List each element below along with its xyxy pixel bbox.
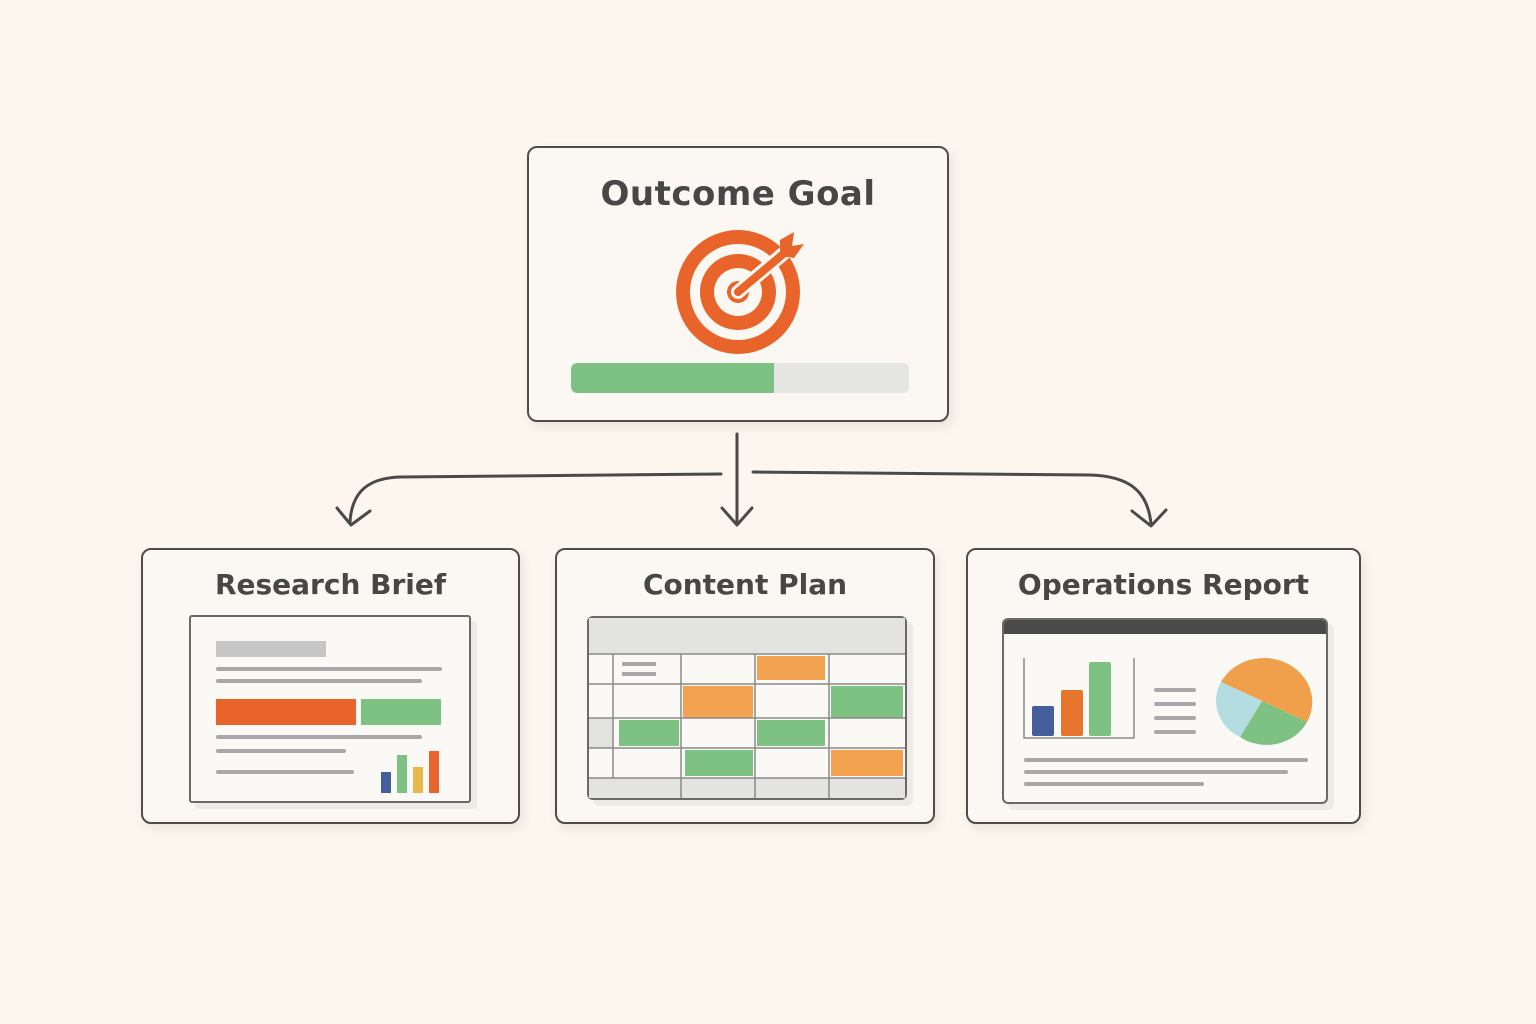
target-arrow-icon <box>676 230 804 354</box>
operations-report-title: Operations Report <box>1017 568 1310 601</box>
operations-report-card[interactable]: Operations Report <box>966 548 1361 824</box>
goal-progress-bar <box>571 363 909 393</box>
content-plan-card[interactable]: Content Plan <box>555 548 935 824</box>
arrowhead-right <box>1130 508 1168 528</box>
content-plan-title: Content Plan <box>642 568 848 601</box>
goal-progress-fill <box>571 363 774 393</box>
connector-right <box>751 470 1153 526</box>
research-brief-title: Research Brief <box>214 568 447 601</box>
document-icon <box>189 615 471 803</box>
arrowhead-center <box>720 506 754 527</box>
outcome-goal-title: Outcome Goal <box>600 174 876 214</box>
calendar-grid-icon <box>587 616 907 800</box>
arrowhead-left <box>335 506 372 527</box>
research-brief-card[interactable]: Research Brief <box>141 548 520 824</box>
dashboard-icon <box>1002 618 1328 804</box>
outcome-goal-card[interactable]: Outcome Goal <box>527 146 949 422</box>
connector-left <box>348 472 723 524</box>
